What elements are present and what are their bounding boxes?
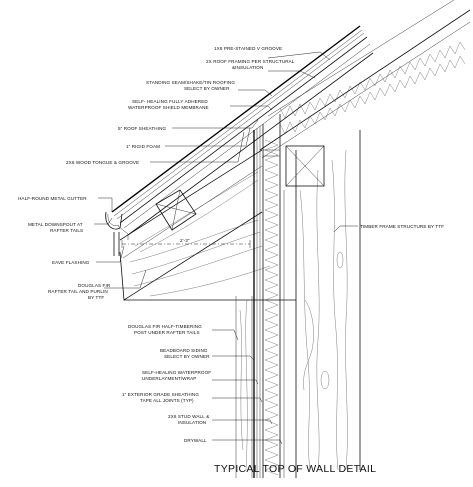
label-rigid-foam-line1: 1" RIGID FOAM	[126, 144, 160, 149]
label-wall-sheathing: 1" EXTERIOR GRADE SHEATHING TAPE ALL JOI…	[122, 392, 199, 403]
label-roof-framing: 2X ROOF FRAMING PER STRUCTURAL &INSULATI…	[206, 59, 295, 70]
dimension: 2'-3"	[121, 238, 251, 248]
label-wall-sheathing-line2: TAPE ALL JOINTS (TYP)	[140, 398, 194, 403]
label-v-groove: 1X8 PRE-STAINED V GROOVE	[214, 46, 282, 51]
label-timber-frame: TIMBER FRAME STRUCTURE BY TTF	[360, 224, 444, 229]
label-membrane: SELF- HEALING FULLY ADHERED WATERPROOF S…	[128, 99, 209, 110]
gutter-assembly	[105, 211, 129, 256]
label-rafter-tail-line2: RAFTER TAIL AND PURLIN	[48, 289, 108, 294]
label-eave-flashing: EAVE FLASHING	[52, 260, 90, 265]
label-wrap-line1: SELF-HEALING WATERPROOF	[142, 370, 211, 375]
label-rafter-tail-line1: DOUGLAS FIR	[78, 283, 111, 288]
label-rigid-foam: 1" RIGID FOAM	[126, 144, 160, 149]
label-wrap-line2: UNDERLAYMENT/WRAP	[142, 376, 196, 381]
top-beam	[285, 145, 325, 187]
rafter-tail	[119, 211, 296, 301]
label-tongue-groove-line1: 2X6 WOOD TONGUE & GROOVE	[66, 160, 139, 165]
label-downspout-line2: RAFTER TAILS	[50, 228, 83, 233]
dimension-text: 2'-3"	[180, 238, 190, 243]
label-wrap: SELF-HEALING WATERPROOF UNDERLAYMENT/WRA…	[142, 370, 211, 381]
label-gutter-line1: HALF-ROUND METAL GUTTER	[18, 196, 87, 201]
label-half-timbering: DOUGLAS FIR HALF-TIMBERING POST UNDER RA…	[128, 324, 202, 335]
label-v-groove-line1: 1X8 PRE-STAINED V GROOVE	[214, 46, 282, 51]
label-roofing: STANDING SEAM/SHAKE/TIN ROOFING SELECT B…	[146, 80, 235, 91]
label-membrane-line1: SELF- HEALING FULLY ADHERED	[132, 99, 208, 104]
label-siding: BEADBOARD SIDING SELECT BY OWNER	[160, 348, 210, 359]
label-stud-wall-line1: 2X6 STUD WALL &	[168, 414, 209, 419]
purlin-block	[155, 189, 197, 231]
label-membrane-line2: WATERPROOF SHIELD MEMBRANE	[128, 105, 209, 110]
label-downspout-line1: METAL DOWNSPOUT AT	[28, 222, 83, 227]
label-stud-wall: 2X6 STUD WALL & INSULATION	[168, 414, 209, 425]
label-downspout: METAL DOWNSPOUT AT RAFTER TAILS	[28, 222, 83, 233]
label-siding-line1: BEADBOARD SIDING	[160, 348, 208, 353]
label-stud-wall-line2: INSULATION	[178, 420, 206, 425]
label-roof-framing-line1: 2X ROOF FRAMING PER STRUCTURAL	[206, 59, 295, 64]
drawing-title: TYPICAL TOP OF WALL DETAIL	[214, 463, 376, 475]
label-half-timbering-line1: DOUGLAS FIR HALF-TIMBERING	[128, 324, 202, 329]
label-roofing-line2: SELECT BY OWNER	[184, 86, 230, 91]
timber-frame-structure	[295, 130, 361, 478]
roof-assembly	[111, 0, 471, 259]
label-wall-sheathing-line1: 1" EXTERIOR GRADE SHEATHING	[122, 392, 199, 397]
label-siding-line2: SELECT BY OWNER	[164, 354, 210, 359]
label-half-timbering-line2: POST UNDER RAFTER TAILS	[134, 330, 200, 335]
label-rafter-tail: DOUGLAS FIR RAFTER TAIL AND PURLIN BY TT…	[48, 283, 111, 300]
label-timber-frame-line1: TIMBER FRAME STRUCTURE BY TTF	[360, 224, 444, 229]
label-eave-flashing-line1: EAVE FLASHING	[52, 260, 90, 265]
label-roof-sheathing: 5" ROOF SHEATHING	[118, 126, 166, 131]
wall-assembly	[235, 114, 285, 478]
label-rafter-tail-line3: BY TTF	[88, 295, 104, 300]
label-tongue-groove: 2X6 WOOD TONGUE & GROOVE	[66, 160, 139, 165]
label-drywall: DRYWALL	[184, 438, 207, 443]
leaders	[94, 51, 358, 445]
label-roofing-line1: STANDING SEAM/SHAKE/TIN ROOFING	[146, 80, 235, 85]
label-drywall-line1: DRYWALL	[184, 438, 207, 443]
label-roof-framing-line2: &INSULATION	[232, 65, 263, 70]
label-gutter: HALF-ROUND METAL GUTTER	[18, 196, 87, 201]
label-roof-sheathing-line1: 5" ROOF SHEATHING	[118, 126, 166, 131]
